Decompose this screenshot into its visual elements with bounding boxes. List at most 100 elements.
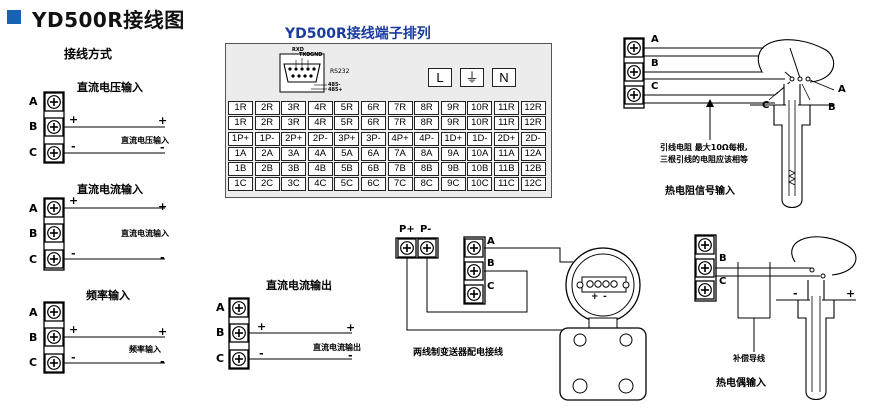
terminal-label-b: B (651, 58, 659, 69)
terminal-cell: 2C (254, 177, 280, 192)
terminal-cell: 12A (520, 146, 546, 161)
minus-sign: - (259, 347, 264, 360)
screw-terminal-icon (44, 353, 64, 373)
terminal-cell: 12C (520, 177, 546, 192)
terminal-label-a: A (487, 236, 495, 247)
terminal-cell: 1R (228, 101, 253, 115)
terminal-cell: 9B (440, 162, 466, 177)
terminal-label-a: A (29, 95, 38, 108)
rtd-caption: 热电阻信号输入 (665, 186, 735, 197)
dc-voltage-input-block (43, 91, 165, 164)
dc-current-input-note: 直流电流输入 (121, 229, 169, 238)
page-title: YD500R接线图 (32, 8, 185, 32)
terminal-cell: 5B (334, 162, 360, 177)
terminal-cell: 4A (307, 146, 333, 161)
transmitter-caption: 两线制变送器配电接线 (413, 348, 504, 358)
probe-label-c: C (762, 100, 770, 111)
thermocouple-caption: 热电偶输入 (716, 378, 766, 389)
terminal-cell: 1D+ (440, 131, 466, 146)
screw-terminal-icon (44, 198, 64, 218)
terminal-cell: 8A (414, 146, 440, 161)
minus-sign: - (71, 247, 76, 260)
terminal-cell: 2D+ (493, 131, 519, 146)
terminal-cell: 12B (520, 162, 546, 177)
power-terminal-n: N (492, 68, 516, 87)
probe-label-b: B (828, 102, 836, 113)
terminal-cell: 9A (440, 146, 466, 161)
plus-sign: + (257, 320, 267, 333)
rtd-lead-note-2: 三根引线的电阻应该相等 (660, 155, 748, 164)
rtd-wiring (623, 37, 835, 209)
compensation-wire-label: 补偿导线 (733, 354, 765, 363)
screw-terminal-icon (229, 323, 249, 343)
terminal-cell: 3P+ (334, 131, 360, 146)
plus-sign: + (69, 194, 79, 207)
terminal-cell: 9C (440, 177, 466, 192)
minus-sign: - (71, 140, 76, 153)
terminal-cell: 8R (414, 101, 440, 115)
terminal-cell: 2R (254, 116, 280, 131)
screw-terminal-icon (44, 302, 64, 322)
terminal-label-a: A (216, 301, 225, 314)
power-terminal-l: L (428, 68, 452, 87)
thermocouple-wiring (694, 234, 857, 401)
terminal-cell: 7B (387, 162, 413, 177)
terminal-cell: 2P- (307, 131, 333, 146)
terminal-cell: 11R (493, 101, 519, 115)
terminal-cell: 7A (387, 146, 413, 161)
terminal-label-b: B (719, 253, 727, 264)
terminal-label-a: A (29, 202, 38, 215)
terminal-label-c: C (29, 356, 38, 369)
terminal-cell: 6C (360, 177, 386, 192)
rs232-label: RS232 (330, 68, 350, 75)
terminal-label-b: B (29, 331, 38, 344)
plus-sign: + (158, 114, 168, 127)
dc-current-input-title: 直流电流输入 (77, 183, 143, 196)
terminal-cell: 2R (254, 101, 280, 115)
terminal-cell: 12R (520, 101, 546, 115)
transmitter-wiring (395, 236, 647, 401)
terminal-cell: 8R (414, 116, 440, 131)
terminal-cell: 11R (493, 116, 519, 131)
terminal-cell: 10R (467, 101, 493, 115)
terminal-cell: 4R (307, 116, 333, 131)
terminal-cell: 3P- (360, 131, 386, 146)
terminal-cell: 7R (387, 101, 413, 115)
terminal-cell: 6R (360, 101, 386, 115)
screw-terminal-icon (44, 143, 64, 163)
terminal-label-c: C (719, 276, 727, 287)
pin-label-gnd: GND (310, 52, 323, 58)
title-marker (7, 10, 21, 24)
terminal-layout-title: YD500R接线端子排列 (285, 26, 431, 42)
p-minus-label: P- (420, 224, 432, 235)
terminal-cell: 7C (387, 177, 413, 192)
minus-sign: - (348, 349, 353, 362)
terminal-label-c: C (29, 253, 38, 266)
terminal-cell: 11A (493, 146, 519, 161)
wiring-methods-heading: 接线方式 (64, 47, 113, 61)
minus-sign: - (160, 355, 165, 368)
ground-icon: ⏚ (460, 68, 484, 87)
terminal-cell: 6R (360, 116, 386, 131)
pin-label-485-plus: 485+ (328, 87, 343, 93)
terminal-label-a: A (29, 306, 38, 319)
dc-current-output-note: 直流电流输出 (313, 343, 361, 352)
plus-sign: + (158, 325, 168, 338)
terminal-cell: 7R (387, 116, 413, 131)
terminal-cell: 3C (281, 177, 307, 192)
terminal-cell: 5R (334, 101, 360, 115)
screw-terminal-icon (44, 249, 64, 269)
pin-label-485-minus: 485- (328, 82, 341, 88)
minus-sign: - (793, 287, 798, 300)
pin-label-rxd: RXD (292, 47, 304, 53)
minus-sign: - (71, 351, 76, 364)
dc-voltage-input-title: 直流电压输入 (77, 81, 143, 94)
terminal-cell: 2B (254, 162, 280, 177)
dc-current-output-block (228, 297, 352, 370)
plus-sign: + (591, 292, 599, 302)
terminal-cell: 1A (228, 146, 253, 161)
frequency-input-block (43, 301, 165, 374)
terminal-cell: 4R (307, 101, 333, 115)
terminal-label-c: C (216, 352, 225, 365)
